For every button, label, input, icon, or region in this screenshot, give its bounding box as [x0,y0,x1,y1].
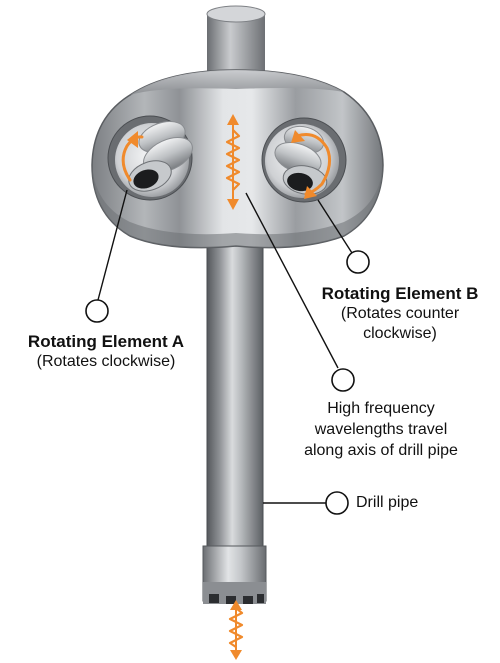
label-element-b-note-line2: clockwise) [363,325,437,342]
label-rotating-element-b: Rotating Element B (Rotates counter cloc… [300,283,500,344]
label-wavelengths-line1: High frequency [327,400,435,417]
counter-clockwise-rotation-arrow-icon [295,133,332,196]
label-element-a-title: Rotating Element A [27,332,185,351]
callout-marker-element-a [85,299,109,323]
label-drill-pipe-text: Drill pipe [356,494,419,511]
callout-marker-wavelengths [331,368,355,392]
callout-marker-drill-pipe [325,491,349,515]
callout-lines [97,189,353,504]
drill-bit-collar [202,545,267,604]
rotating-element-b [261,117,347,203]
label-element-b-title: Rotating Element B [321,284,479,303]
bit-vibration-wave-icon [228,600,244,660]
label-wavelengths: High frequency wavelengths travel along … [278,398,484,461]
callout-line-wavelengths [245,192,339,369]
label-wavelengths-line2: wavelengths travel [314,421,448,438]
label-drill-pipe: Drill pipe [356,493,446,513]
label-element-a-note: (Rotates clockwise) [36,353,176,370]
label-wavelengths-line3: along axis of drill pipe [304,442,458,459]
callout-line-element-a [97,189,128,301]
label-rotating-element-a: Rotating Element A (Rotates clockwise) [0,331,212,372]
drill-pipe-shaft [206,230,264,550]
vibration-wave-arrow-icon [225,114,241,210]
callout-markers [85,250,370,515]
callout-marker-element-b [346,250,370,274]
callout-line-element-b [317,199,353,254]
label-element-b-note-line1: (Rotates counter [340,305,460,322]
rotating-element-a [107,115,193,201]
